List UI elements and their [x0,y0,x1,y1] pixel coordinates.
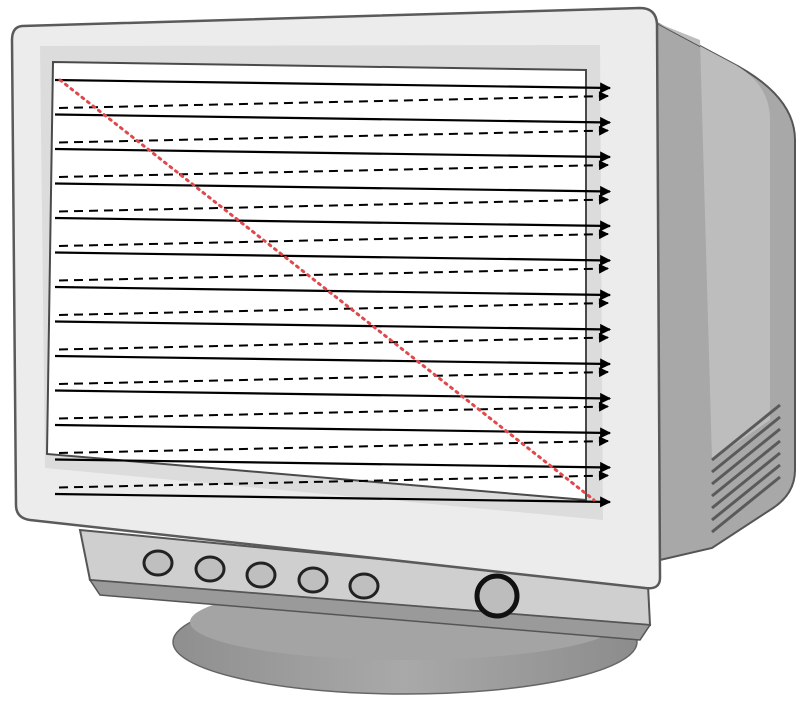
front-panel-button[interactable] [247,563,275,587]
front-panel-button[interactable] [350,574,378,598]
power-button[interactable] [477,576,517,616]
front-panel-button[interactable] [144,551,172,575]
front-panel-button[interactable] [299,568,327,592]
front-panel-button[interactable] [196,557,224,581]
monitor-screen [47,62,586,500]
